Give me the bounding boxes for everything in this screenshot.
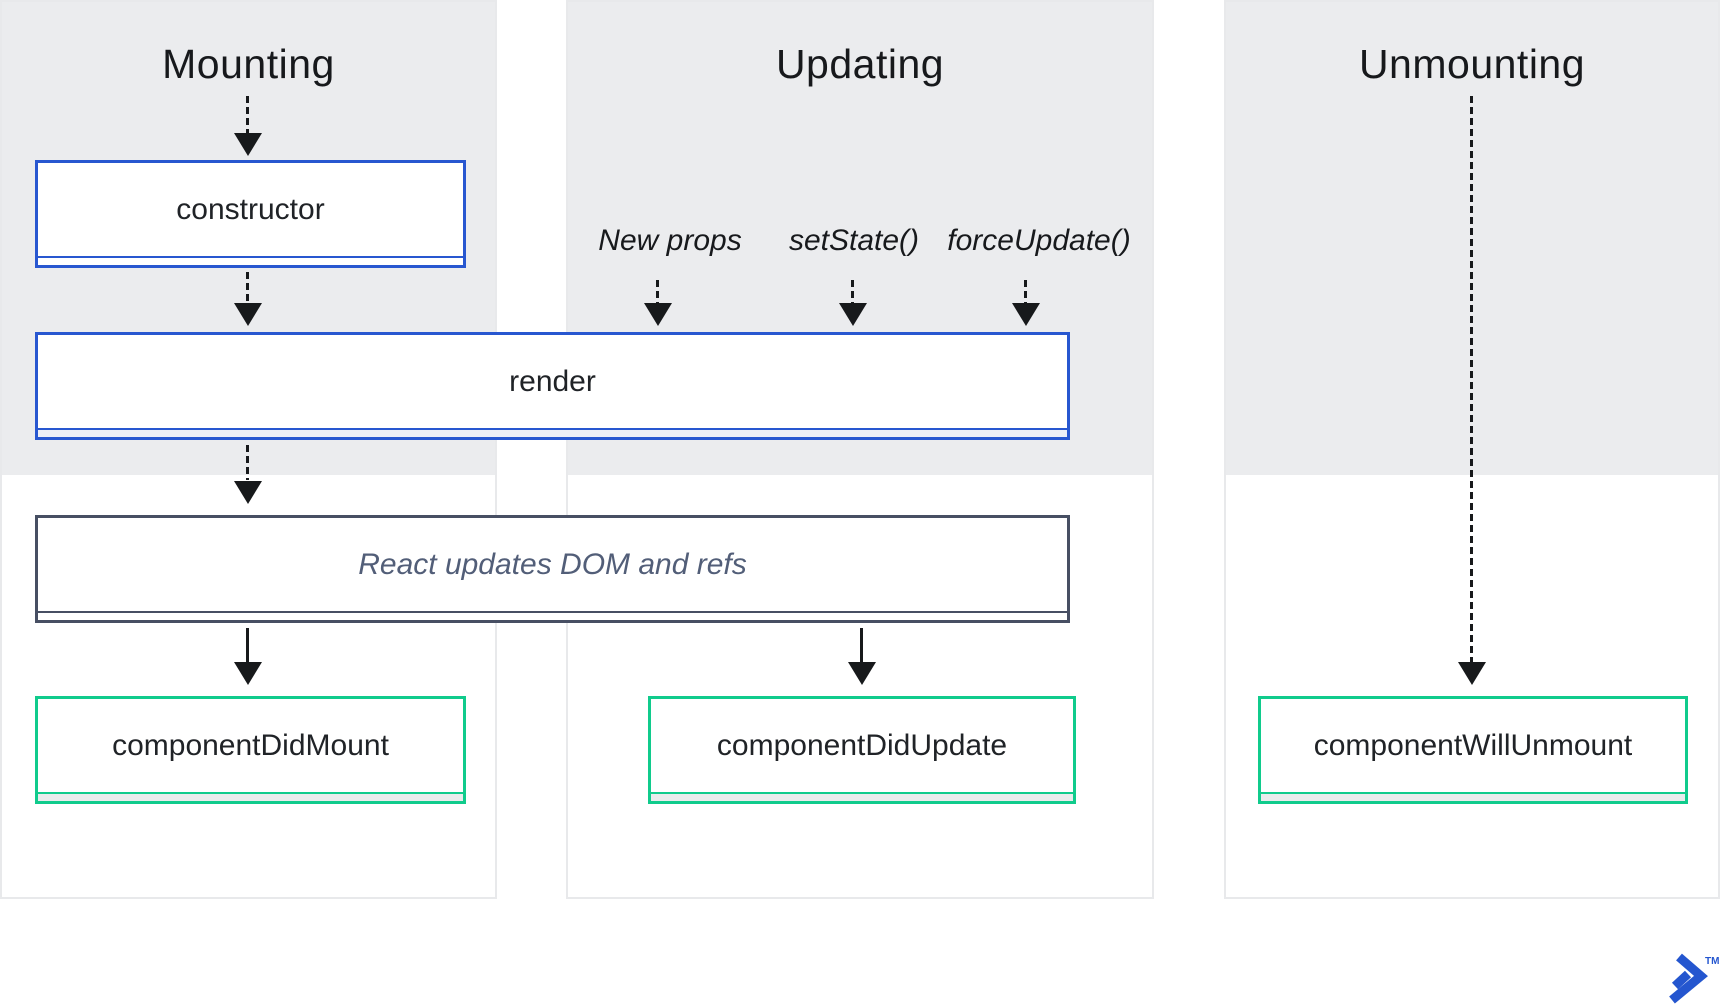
toptal-dash-icon [1671, 970, 1692, 990]
component-did-mount-box: componentDidMount [35, 696, 466, 804]
force-update-label: forceUpdate() [947, 224, 1131, 257]
trademark-text: TM [1705, 956, 1719, 967]
arrow-line-force-update [1024, 280, 1027, 303]
component-did-mount-box-strip [38, 792, 463, 801]
render-label: render [509, 364, 596, 398]
component-will-unmount-box-strip [1261, 792, 1685, 801]
render-box-strip [38, 428, 1067, 437]
component-did-mount-label: componentDidMount [112, 728, 389, 762]
arrow-head-constructor-to-render [234, 303, 262, 326]
arrow-line-to-did-update [860, 628, 863, 663]
constructor-label: constructor [176, 192, 325, 226]
arrow-head-set-state [839, 303, 867, 326]
constructor-box: constructor [35, 160, 466, 268]
arrow-head-to-constructor [234, 133, 262, 156]
unmounting-title: Unmounting [1358, 41, 1586, 87]
set-state-label: setState() [788, 224, 920, 257]
toptal-logo: TM [1669, 953, 1719, 1004]
arrow-head-to-will-unmount [1458, 662, 1486, 685]
mounting-title: Mounting [162, 41, 335, 87]
arrow-line-set-state [851, 280, 854, 303]
arrow-head-render-to-dom-update [234, 481, 262, 504]
react-updates-dom-box: React updates DOM and refs [35, 515, 1070, 623]
new-props-label: New props [598, 224, 742, 257]
arrow-head-to-did-mount [234, 662, 262, 685]
react-updates-dom-box-strip [38, 611, 1067, 620]
arrow-line-to-did-mount [246, 628, 249, 663]
component-will-unmount-label: componentWillUnmount [1313, 728, 1633, 762]
arrow-head-force-update [1012, 303, 1040, 326]
render-box: render [35, 332, 1070, 440]
arrow-line-render-to-dom-update [246, 445, 249, 480]
component-did-update-box: componentDidUpdate [648, 696, 1076, 804]
arrow-head-to-did-update [848, 662, 876, 685]
arrow-head-new-props [644, 303, 672, 326]
constructor-box-strip [38, 256, 463, 265]
arrow-line-constructor-to-render [246, 272, 249, 302]
component-did-update-box-strip [651, 792, 1073, 801]
updating-title: Updating [775, 41, 945, 87]
arrow-line-new-props [656, 280, 659, 303]
react-updates-dom-label: React updates DOM and refs [358, 547, 747, 581]
component-will-unmount-box: componentWillUnmount [1258, 696, 1688, 804]
toptal-chevron-icon [1669, 953, 1708, 1004]
component-did-update-label: componentDidUpdate [716, 728, 1008, 762]
arrow-line-to-will-unmount [1470, 96, 1473, 662]
arrow-line-to-constructor [246, 96, 249, 134]
